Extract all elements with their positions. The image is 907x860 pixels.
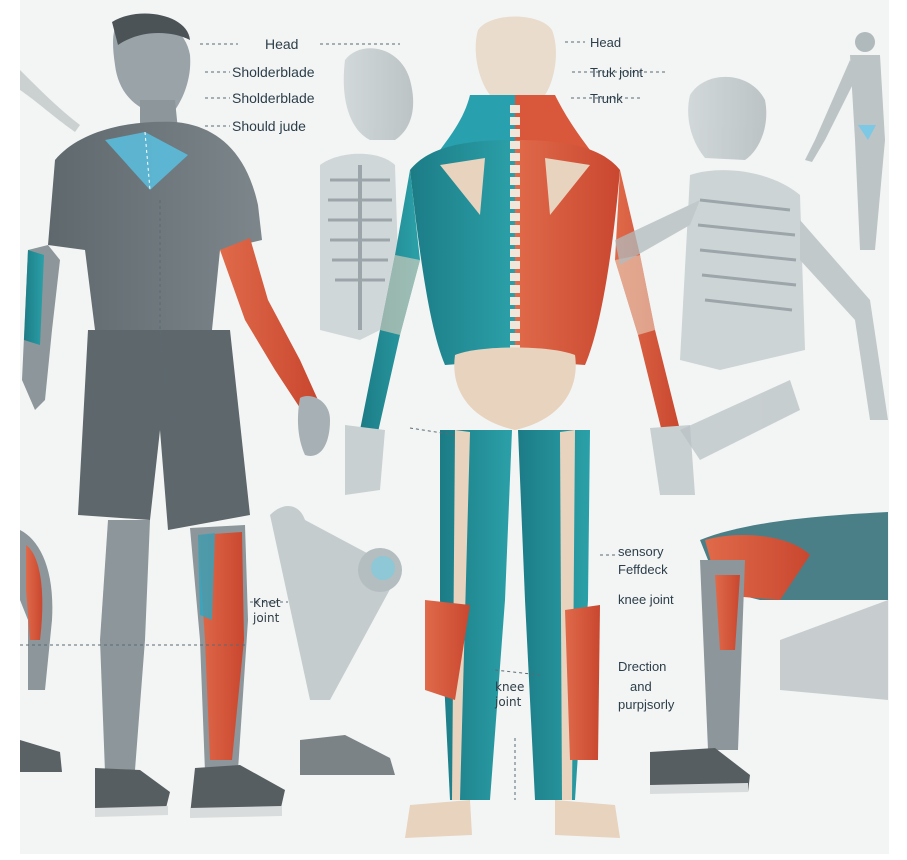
small-figure-top-right [805, 32, 885, 250]
label-purpose: purpjsorly [618, 698, 674, 711]
label-knee-joint-right: knee joint [618, 593, 674, 606]
label-should-jude: Should jude [232, 119, 306, 133]
left-margin [0, 0, 20, 860]
label-knee-joint-center: knee joint [495, 680, 545, 710]
label-trunk: Trunk [590, 92, 623, 105]
bottom-margin [0, 854, 907, 860]
right-seated-legs [650, 512, 888, 794]
central-figure [345, 17, 695, 839]
label-feedback: Feffdeck [618, 563, 668, 576]
label-knet-joint: Knet joint [253, 596, 303, 626]
label-head-left: Head [265, 37, 298, 51]
label-shoulder-blade-1: Sholderblade [232, 65, 315, 79]
left-edge-figure [20, 70, 80, 132]
label-truk-joint: Truk joint [590, 66, 643, 79]
label-sensory: sensory [618, 545, 664, 558]
label-and: and [630, 680, 652, 693]
label-head-right: Head [590, 36, 621, 49]
label-direction: Drection [618, 660, 666, 673]
knee-diagram [270, 506, 402, 775]
left-edge-leg [20, 530, 62, 772]
label-shoulder-blade-2: Sholderblade [232, 91, 315, 105]
right-margin [889, 0, 907, 860]
man-figure [22, 14, 330, 818]
